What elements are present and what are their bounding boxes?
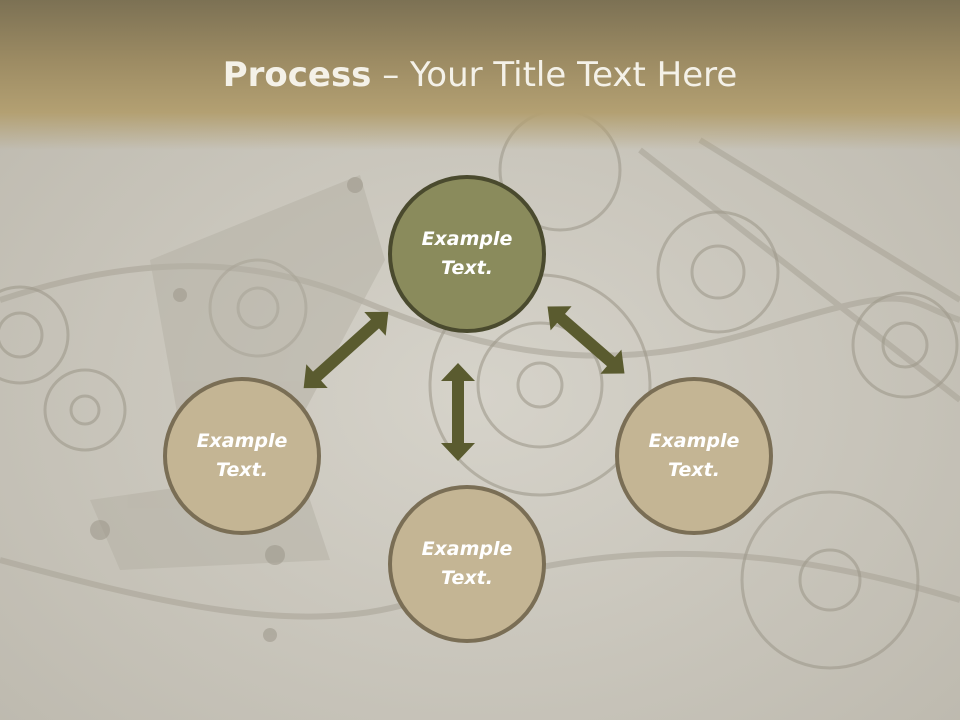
title-banner <box>0 0 960 150</box>
title-bold: Process <box>222 55 372 95</box>
double-arrow-right <box>547 306 625 374</box>
center-node-label: Example Text. <box>421 228 513 279</box>
left-node-label: Example Text. <box>196 430 288 481</box>
right-node-label: Example Text. <box>648 430 740 481</box>
left-node-circle[interactable] <box>163 377 321 535</box>
double-arrow-left <box>303 311 389 389</box>
bottom-node-circle[interactable] <box>388 485 546 643</box>
title-rest: – Your Title Text Here <box>371 55 738 95</box>
right-node-circle[interactable] <box>615 377 773 535</box>
double-arrow-vertical <box>441 363 475 461</box>
slide-title: Process – Your Title Text Here <box>0 54 960 96</box>
bottom-node-label: Example Text. <box>421 538 513 589</box>
center-node-circle[interactable] <box>388 175 546 333</box>
